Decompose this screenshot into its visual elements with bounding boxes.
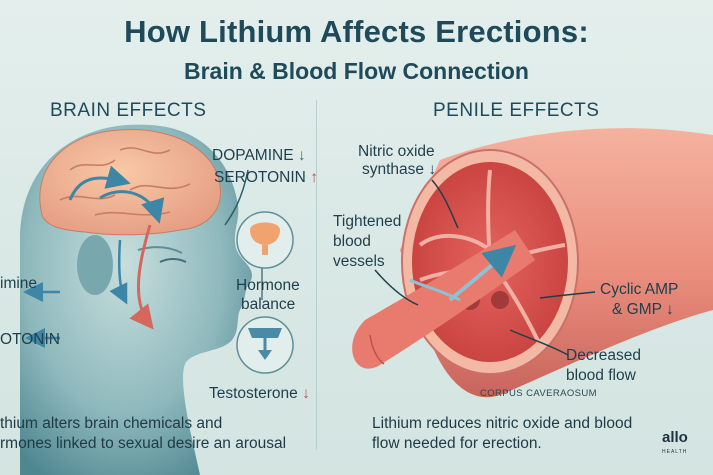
penile-caption-line1: Lithium reduces nitric oxide and blood — [372, 415, 633, 432]
brain-caption-line2: rmones linked to sexual desire an arousa… — [0, 435, 287, 452]
serotonin-text: SEROTONIN — [214, 169, 306, 186]
logo-tag: HEALTH — [662, 449, 688, 455]
testosterone-label: Testosterone ↓ — [209, 384, 310, 403]
testosterone-icon — [236, 316, 294, 374]
brain-effects-heading: BRAIN EFFECTS — [50, 100, 207, 121]
tightened-label-2: blood — [333, 233, 371, 250]
testosterone-down-icon: ↓ — [302, 385, 310, 402]
serotonin-label: SEROTONIN ↑ — [214, 168, 318, 187]
left-dopamine-label: imine — [0, 275, 38, 292]
corpus-label: CORPUS CAVERAOSUM — [480, 388, 597, 399]
hormone-gland-icon — [236, 211, 294, 269]
subtitle: Brain & Blood Flow Connection — [184, 58, 529, 84]
serotonin-up-icon: ↑ — [310, 169, 318, 186]
hormone-balance-label-1: Hormone — [236, 277, 300, 294]
brain-caption-line1: thium alters brain chemicals and — [0, 415, 223, 432]
penile-effects-heading: PENILE EFFECTS — [433, 100, 600, 121]
left-serotonin-label: OTONIN — [0, 331, 60, 348]
main-title: How Lithium Affects Erections: — [124, 14, 589, 49]
flow-label-1: Decreased — [566, 347, 641, 364]
nos-label-2: synthase ↓ — [362, 161, 437, 178]
tightened-label-3: vessels — [333, 253, 385, 270]
logo-name: allo — [662, 429, 688, 446]
section-divider — [316, 100, 317, 450]
hormone-balance-label-2: balance — [241, 296, 296, 313]
dopamine-label: DOPAMINE ↓ — [212, 146, 306, 165]
tightened-label-1: Tightened — [333, 213, 402, 230]
camp-label-2: & GMP ↓ — [612, 301, 674, 318]
penile-tissue — [400, 128, 713, 398]
flow-label-2: blood flow — [566, 367, 636, 384]
testosterone-text: Testosterone — [209, 385, 298, 402]
dopamine-text: DOPAMINE — [212, 147, 294, 164]
allo-logo: allo HEALTH — [662, 429, 688, 459]
penile-caption-line2: flow needed for erection. — [372, 435, 542, 452]
camp-label-1: Cyclic AMP — [600, 281, 679, 298]
dopamine-down-icon: ↓ — [297, 147, 306, 164]
nos-label-1: Nitric oxide — [358, 143, 435, 160]
